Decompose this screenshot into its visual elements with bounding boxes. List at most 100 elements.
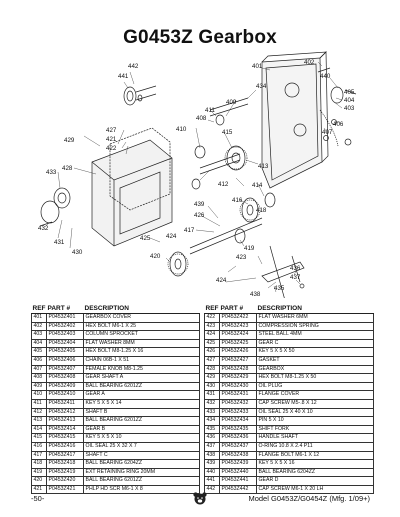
part-number-cell: P0453Z438 bbox=[219, 450, 257, 461]
part-number-cell: P0453Z404 bbox=[46, 338, 84, 349]
part-number-cell: P0453Z412 bbox=[46, 407, 84, 418]
ref-cell: 420 bbox=[31, 476, 47, 486]
ref-cell: 439 bbox=[204, 459, 220, 469]
ref-cell: 412 bbox=[31, 407, 47, 418]
description-cell: SHIFT FORK bbox=[256, 424, 374, 435]
callout: 423 bbox=[236, 254, 247, 261]
part-number-cell: P0453Z415 bbox=[46, 433, 84, 443]
ref-cell: 404 bbox=[31, 338, 47, 349]
callout: 403 bbox=[344, 105, 355, 112]
callout: 421 bbox=[106, 136, 117, 143]
callout: 442 bbox=[128, 63, 139, 70]
part-number-cell: P0453Z428 bbox=[219, 364, 257, 375]
description-cell: COLUMN SPROCKET bbox=[83, 330, 200, 340]
description-cell: COMPRESSION SPRING bbox=[256, 321, 374, 332]
part-number-cell: P0453Z429 bbox=[219, 373, 257, 383]
callout: 413 bbox=[258, 163, 269, 170]
ref-cell: 401 bbox=[31, 313, 47, 323]
part-number-cell: P0453Z439 bbox=[219, 459, 257, 469]
description-cell: OIL PLUG bbox=[256, 381, 374, 392]
callout: 441 bbox=[118, 73, 129, 80]
ref-cell: 436 bbox=[204, 433, 220, 443]
callout: 412 bbox=[218, 181, 229, 188]
part-number-cell: P0453Z420 bbox=[46, 476, 84, 486]
description-cell: BALL BEARING 6204ZZ bbox=[83, 459, 200, 469]
description-cell: GEARBOX bbox=[256, 364, 374, 375]
callout: 427 bbox=[106, 127, 117, 134]
ref-cell: 418 bbox=[31, 459, 47, 469]
diagram-callouts: 442 441 401 402 440 404 405 403 434 407 … bbox=[38, 59, 355, 298]
part-number-cell: P0453Z406 bbox=[46, 355, 84, 366]
description-cell: PHLP HD SCR M6-1 X 8 bbox=[83, 484, 200, 495]
part-number-cell: P0453Z410 bbox=[46, 390, 84, 400]
part-number-cell: P0453Z434 bbox=[219, 416, 257, 426]
ref-cell: 410 bbox=[31, 390, 47, 400]
description-cell: O-RING 10.8 X 2.4 P11 bbox=[256, 441, 374, 452]
callout: 438 bbox=[250, 291, 261, 298]
description-cell: OIL SEAL 25 X 40 X 10 bbox=[256, 407, 374, 418]
ref-cell: 405 bbox=[31, 347, 47, 357]
part-number-cell: P0453Z407 bbox=[46, 364, 84, 375]
callout: 433 bbox=[46, 169, 57, 176]
description-cell: GEAR D bbox=[256, 476, 374, 486]
part-number-cell: P0453Z432 bbox=[219, 398, 257, 409]
callout: 405 bbox=[344, 89, 355, 96]
callout: 415 bbox=[222, 129, 233, 136]
ref-cell: 414 bbox=[31, 424, 47, 435]
description-cell: STEEL BALL 4MM bbox=[256, 330, 374, 340]
part-number-cell: P0453Z401 bbox=[46, 313, 84, 323]
gearbox-exploded-diagram: 442 441 401 402 440 404 405 403 434 407 … bbox=[0, 50, 400, 298]
ref-cell: 409 bbox=[31, 381, 47, 392]
callout: 414 bbox=[252, 182, 263, 189]
callout: 436 bbox=[290, 265, 301, 272]
ref-cell: 417 bbox=[31, 450, 47, 461]
description-cell: GEAR SHAFT A bbox=[83, 373, 200, 383]
callout: 424 bbox=[166, 233, 177, 240]
ref-cell: 428 bbox=[204, 364, 220, 375]
description-cell: FLAT WASHER 6MM bbox=[256, 313, 374, 323]
description-cell: FLAT WASHER 8MM bbox=[83, 338, 200, 349]
part-number-cell: P0453Z435 bbox=[219, 424, 257, 435]
callout: 431 bbox=[54, 239, 65, 246]
description-cell: GASKET bbox=[256, 355, 374, 366]
part-number-cell: P0453Z422 bbox=[219, 313, 257, 323]
ref-cell: 424 bbox=[204, 330, 220, 340]
part-number-cell: P0453Z408 bbox=[46, 373, 84, 383]
ref-cell: 434 bbox=[204, 416, 220, 426]
description-cell: HEX BOLT M8-1.25 X 50 bbox=[256, 373, 374, 383]
description-cell: HEX BOLT M8-1.25 X 16 bbox=[83, 347, 200, 357]
callout: 410 bbox=[176, 126, 187, 133]
description-cell: HANDLE SHAFT bbox=[256, 433, 374, 443]
description-cell: BALL BEARING 6201ZZ bbox=[83, 381, 200, 392]
callout: 422 bbox=[106, 145, 117, 152]
page-footer: -50- Model G0453Z/G0454Z (Mfg. 1/09+) bbox=[0, 492, 400, 506]
callout: 425 bbox=[140, 235, 151, 242]
ref-cell: 408 bbox=[31, 373, 47, 383]
callout: 407 bbox=[322, 129, 333, 136]
description-cell: CAP SCREW M6-1 X 20 LH bbox=[256, 484, 374, 495]
description-cell: GEAR C bbox=[256, 338, 374, 349]
part-header: PART # bbox=[219, 304, 257, 314]
callout: 417 bbox=[184, 227, 195, 234]
desc-header: DESCRIPTION bbox=[256, 304, 374, 314]
ref-cell: 407 bbox=[31, 364, 47, 375]
part-number-cell: P0453Z403 bbox=[46, 330, 84, 340]
part-number-cell: P0453Z413 bbox=[46, 416, 84, 426]
desc-header: DESCRIPTION bbox=[83, 304, 200, 314]
description-cell: PIN 5 X 10 bbox=[256, 416, 374, 426]
